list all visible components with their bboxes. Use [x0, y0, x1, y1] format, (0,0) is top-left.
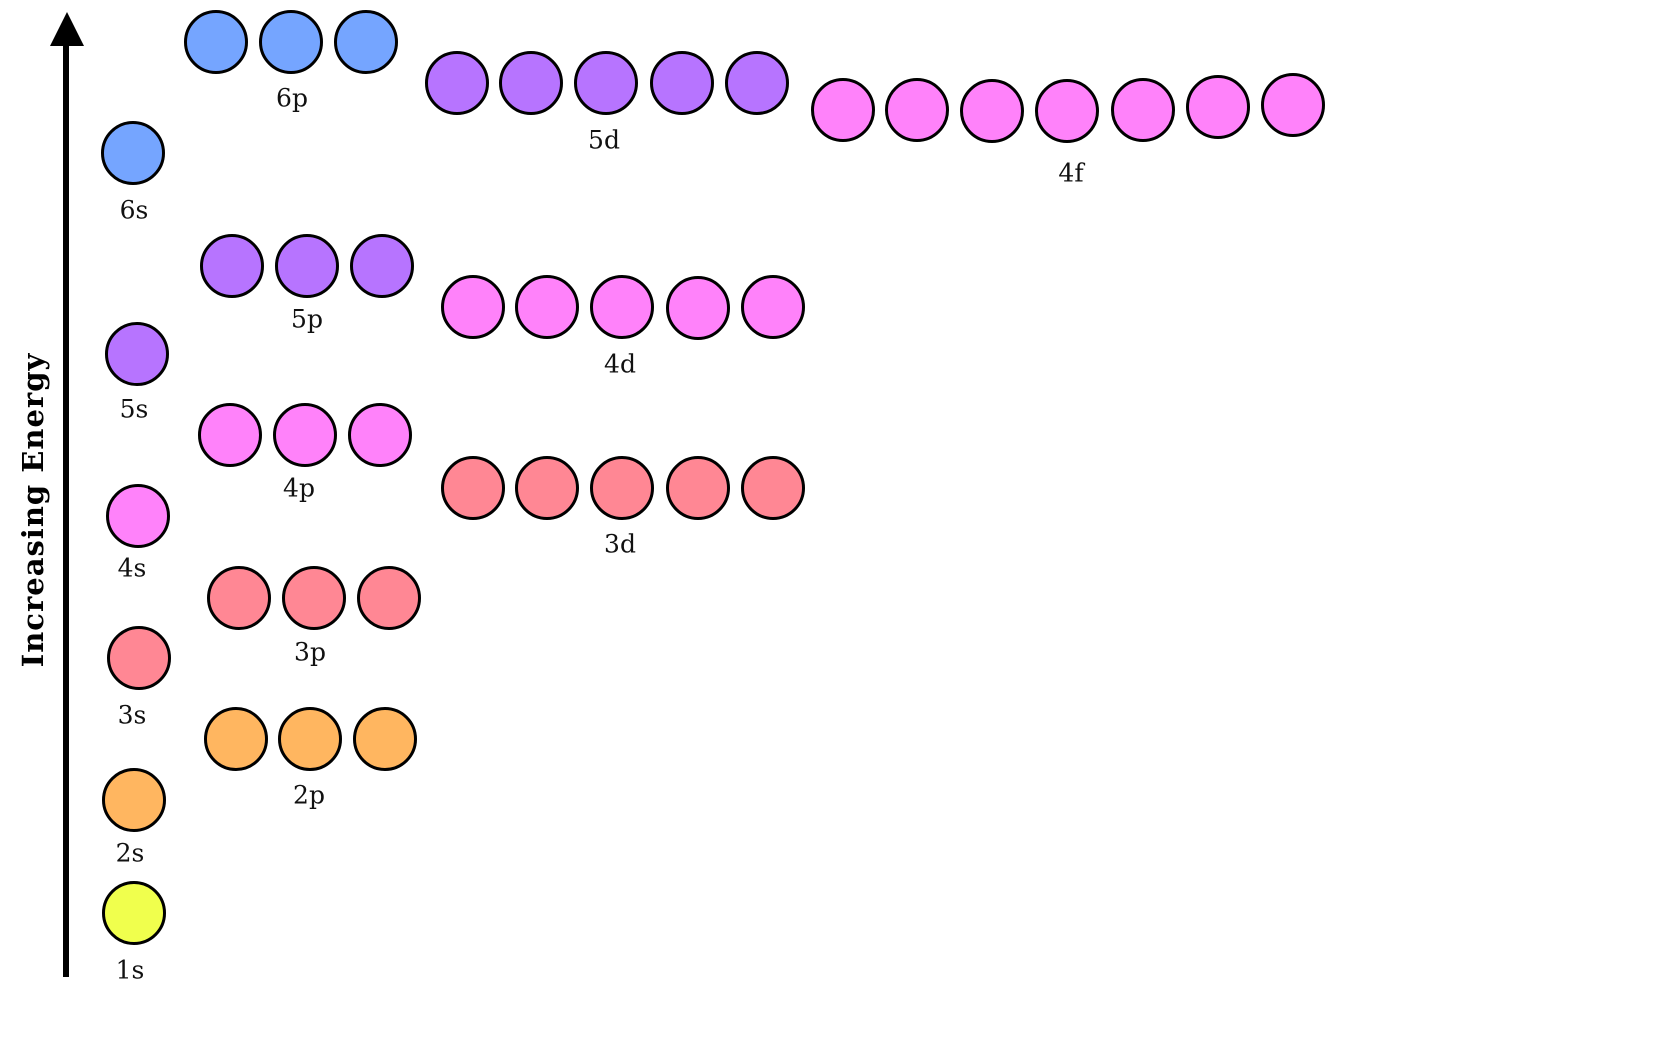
orbital-label: 2p — [293, 780, 325, 810]
orbital-circle — [278, 707, 342, 771]
orbital-label: 6s — [119, 195, 149, 225]
arrow-up-icon — [50, 12, 84, 46]
orbital-circle — [204, 707, 268, 771]
orbital-circle — [350, 234, 414, 298]
energy-axis-line — [63, 40, 69, 977]
orbital-label: 4s — [117, 553, 147, 583]
orbital-circle — [515, 275, 579, 339]
orbital-label: 3s — [117, 700, 147, 730]
orbital-circle — [425, 51, 489, 115]
orbital-label: 5d — [588, 125, 620, 155]
orbital-circle — [105, 322, 169, 386]
orbital-circle — [334, 10, 398, 74]
orbital-circle — [1035, 79, 1099, 143]
orbital-circle — [1186, 75, 1250, 139]
orbital-circle — [106, 484, 170, 548]
orbital-circle — [198, 403, 262, 467]
orbital-label: 3p — [294, 637, 326, 667]
orbital-label: 1s — [115, 955, 145, 985]
orbital-circle — [811, 78, 875, 142]
orbital-circle — [515, 456, 579, 520]
orbital-circle — [102, 881, 166, 945]
orbital-circle — [357, 566, 421, 630]
orbital-circle — [666, 276, 730, 340]
orbital-label: 2s — [115, 838, 145, 868]
orbital-circle — [273, 403, 337, 467]
orbital-circle — [282, 566, 346, 630]
orbital-label: 5p — [291, 304, 323, 334]
orbital-label: 4d — [604, 349, 636, 379]
orbital-circle — [348, 403, 412, 467]
orbital-circle — [441, 275, 505, 339]
orbital-circle — [200, 234, 264, 298]
orbital-circle — [107, 626, 171, 690]
orbital-circle — [650, 51, 714, 115]
orbital-circle — [353, 707, 417, 771]
orbital-circle — [590, 456, 654, 520]
orbital-circle — [275, 234, 339, 298]
orbital-circle — [101, 121, 165, 185]
orbital-circle — [741, 456, 805, 520]
orbital-circle — [666, 456, 730, 520]
orbital-circle — [207, 566, 271, 630]
orbital-circle — [590, 275, 654, 339]
orbital-circle — [725, 51, 789, 115]
orbital-circle — [1111, 78, 1175, 142]
orbital-circle — [574, 51, 638, 115]
orbital-label: 4f — [1058, 158, 1084, 188]
orbital-circle — [1261, 73, 1325, 137]
orbital-circle — [960, 79, 1024, 143]
orbital-circle — [259, 10, 323, 74]
orbital-label: 3d — [604, 529, 636, 559]
orbital-label: 5s — [119, 394, 149, 424]
orbital-circle — [741, 275, 805, 339]
orbital-circle — [885, 78, 949, 142]
orbital-circle — [499, 51, 563, 115]
orbital-label: 6p — [276, 83, 308, 113]
orbital-circle — [184, 10, 248, 74]
axis-title: Increasing Energy — [16, 352, 50, 668]
orbital-circle — [102, 768, 166, 832]
orbital-label: 4p — [283, 473, 315, 503]
orbital-circle — [441, 456, 505, 520]
